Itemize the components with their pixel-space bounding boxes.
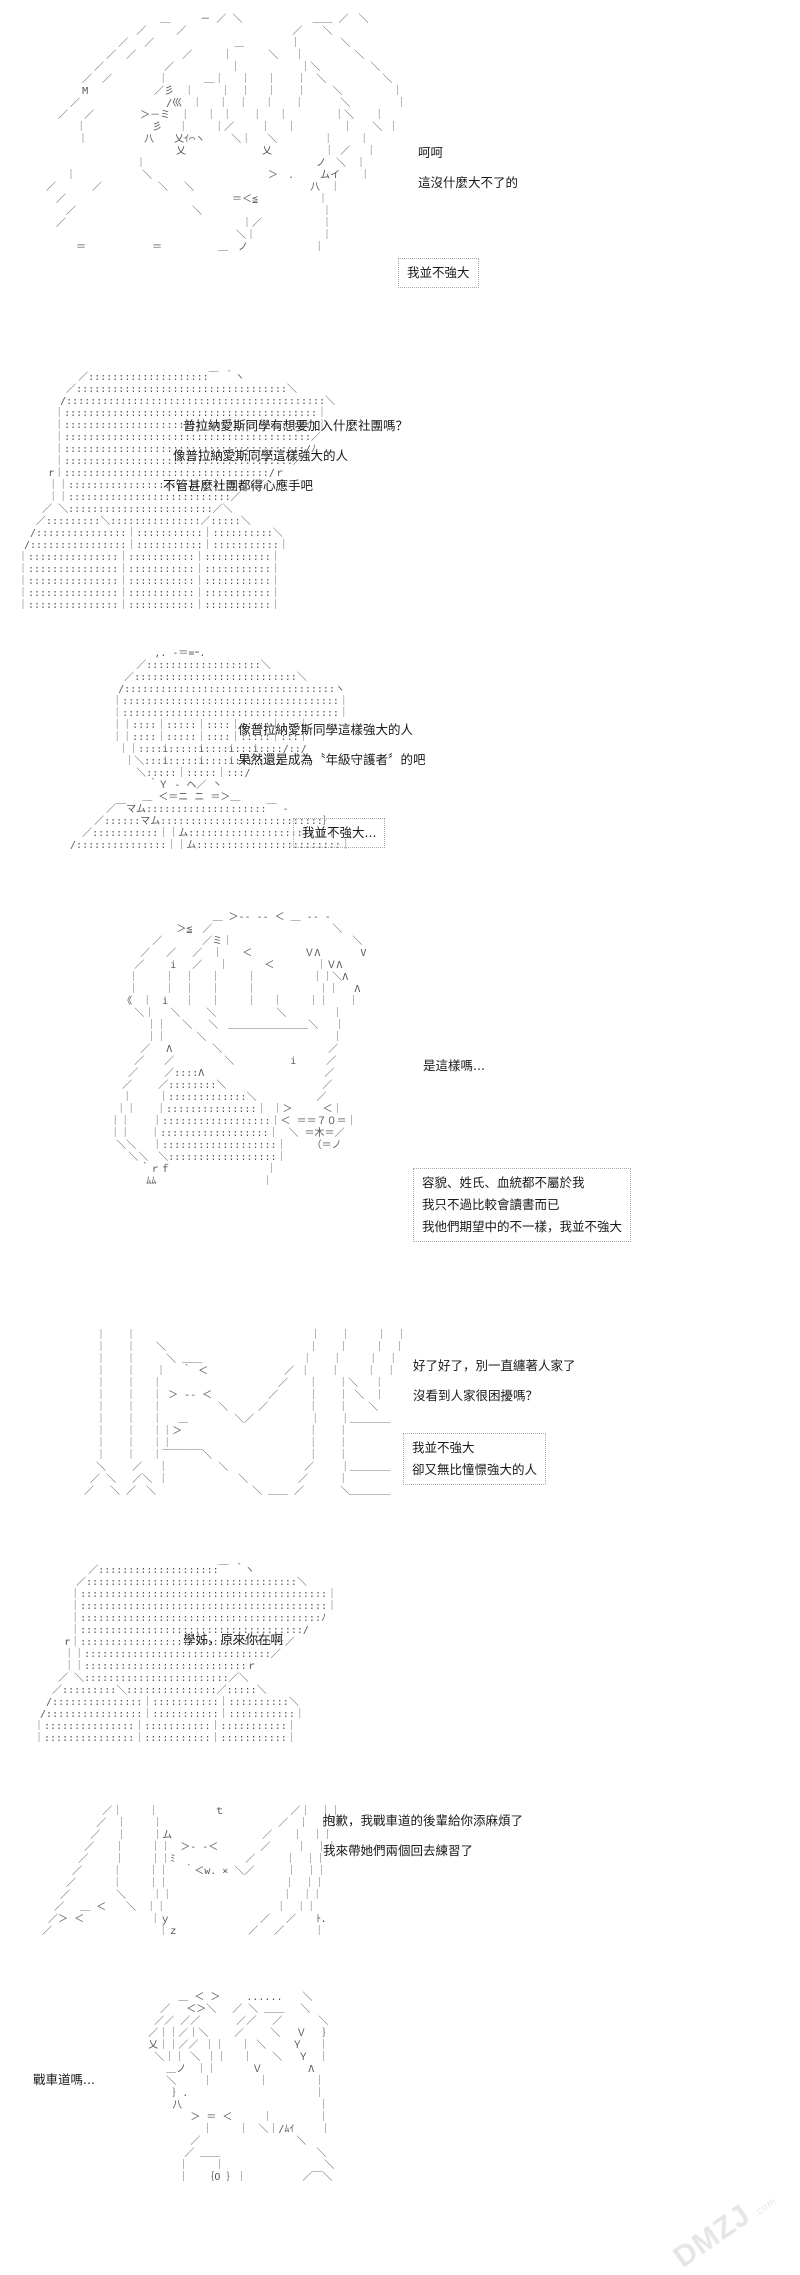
thought-bubble: 我並不強大 卻又無比憧憬強大的人 (403, 1433, 547, 1485)
ascii-art-panel-6: ／::::::::::::::::::::￣ ｀ヽ ／:::::::::::::… (34, 1565, 337, 1744)
ascii-art-panel-2: ／::::::::::::::::::::￣ ｀ヽ ／:::::::::::::… (18, 372, 336, 611)
dialogue-line: 普拉納愛斯同學有想要加入什麼社團嗎？ (183, 418, 409, 433)
dialogue-line: 戰車道嗎... (33, 2072, 95, 2087)
dialogue-line: 學姊，原來你在啊 (183, 1632, 284, 1647)
dialogue-line: 好了好了，別一直纏著人家了 (413, 1358, 576, 1373)
dialogue-line: 像普拉納愛斯同學這樣強大的人 (238, 722, 414, 737)
thought-line: 卻又無比憧憬強大的人 (412, 1462, 538, 1477)
thought-bubble: 容貌、姓氏、血統都不屬於我 我只不過比較會讀書而已 我他們期望中的不一樣，我並不… (413, 1168, 632, 1242)
ascii-art-panel-7: ／｜ ｜ ｔ ／｜ ｜｜ ／ ｜ ｜ ／ ｜ ｜｜ ／ ｜ ｜ム ／ ｜ ｜｜ … (42, 1806, 341, 1937)
thought-line: 容貌、姓氏、血統都不屬於我 (422, 1175, 585, 1190)
dialogue-line: 是這樣嗎... (423, 1058, 485, 1073)
thought-bubble: 我並不強大 (398, 258, 479, 288)
thought-line: 我並不強大... (302, 825, 377, 840)
dialogue-line: 我來帶她們兩個回去練習了 (323, 1843, 474, 1858)
ascii-art-panel-1: ＿ － ／ ＼ ＿＿ ／ ＼ ／ ／ ／ ＼ ／ ／ ＿ ｜ ＼ ／ ／ ／ ｜… (46, 14, 407, 253)
dialogue-line: 像普拉納愛斯同學這樣強大的人 (173, 448, 349, 463)
dialogue-line: 這沒什麼大不了的 (418, 175, 519, 190)
dialogue-line: 抱歉，我戰車道的後輩給你添麻煩了 (323, 1813, 524, 1828)
thought-line: 我他們期望中的不一樣，我並不強大 (422, 1219, 623, 1234)
thought-bubble: 我並不強大... (293, 818, 386, 848)
site-watermark: DMZJ.com (667, 2195, 779, 2275)
dialogue-line: 呵呵 (418, 145, 444, 160)
thought-line: 我並不強大 (412, 1440, 475, 1455)
ascii-art-panel-5: ｜ ｜ ｜ ｜ ｜ ｜ ｜ ｜ ＼ ｜ ｜ ｜ ｜ ｜ ｜ ＼ ＿＿ ｜ ｜ ｜… (84, 1330, 407, 1497)
ascii-art-panel-8: ＿ ＜ ＞ ...... ＼ ／ ＜＞＼ ／ ＼ ＿＿ ＼ ／／ ／／ ／／ ／… (148, 1992, 335, 2183)
ascii-art-panel-4: ＿ ＞‐‐ ‐‐ ＜ ＿ ‐‐ ‐ ＞≦ ／ ＼ ／ ／ミ｜ ＼ ／ ／ ／ ｜… (110, 912, 367, 1187)
thought-line: 我只不過比較會讀書而已 (422, 1197, 560, 1212)
ascii-art-panel-3: ,. ‐＝=ｰ. ／:::::::::::::::::::＼ ／::::::::… (70, 648, 351, 851)
dialogue-line: 沒看到人家很困擾嗎？ (413, 1388, 539, 1403)
dialogue-line: 不管甚麼社團都得心應手吧 (163, 478, 314, 493)
dialogue-line: 果然還是成為〝年級守護者〞的吧 (238, 752, 426, 767)
thought-line: 我並不強大 (407, 265, 470, 280)
